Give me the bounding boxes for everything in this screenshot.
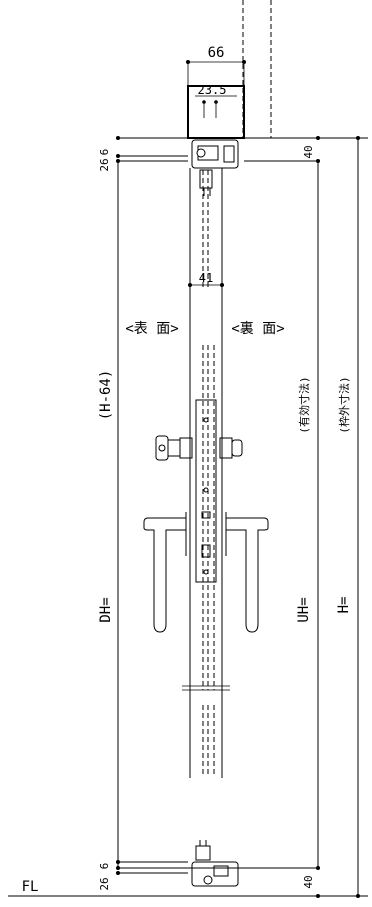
label-h-64: (H-64) <box>98 370 114 421</box>
label-66: 66 <box>208 45 225 61</box>
label-frame-outer-dim: (枠外寸法) <box>337 376 351 433</box>
label-dh: DH= <box>98 597 114 622</box>
top-rail-part <box>199 169 213 189</box>
cylinder-rose-front <box>179 437 193 459</box>
dim-dot <box>116 136 120 140</box>
lever-handle-front <box>143 517 186 633</box>
dim-dot <box>316 136 320 140</box>
lock-screw <box>203 569 209 575</box>
label-41: 41 <box>199 271 213 285</box>
dim-dot <box>116 866 120 870</box>
dim-dot <box>316 894 320 898</box>
label-front-face: <表 面> <box>125 321 178 337</box>
label-back-face: <裏 面> <box>231 320 284 337</box>
latch-slot <box>201 511 211 519</box>
lock-screw <box>203 417 209 423</box>
key-shank <box>167 439 181 457</box>
label-head-26: 26 <box>98 158 111 171</box>
dim-dot <box>116 154 120 158</box>
label-fl: FL <box>22 879 39 895</box>
dim-dot <box>356 894 360 898</box>
weatherstrip-circle <box>196 148 206 158</box>
label-h: H= <box>336 597 352 614</box>
dim-dot <box>116 871 120 875</box>
label-uh: UH= <box>296 597 312 622</box>
head-frame-stop <box>223 145 235 163</box>
dim-dot <box>316 866 320 870</box>
sill-profile <box>191 861 239 887</box>
dim-dot <box>188 283 192 287</box>
dim-dot <box>116 860 120 864</box>
lock-case <box>195 399 217 583</box>
key-hole <box>158 444 166 452</box>
deadbolt-slot <box>201 544 211 558</box>
dim-dot <box>220 283 224 287</box>
label-effective-dim: (有効寸法) <box>297 376 311 433</box>
label-head-6: 6 <box>98 149 111 156</box>
bottom-rail-part <box>195 845 211 861</box>
lever-handle-back <box>226 517 269 633</box>
label-bottom-6: 6 <box>98 863 111 870</box>
thumbturn <box>231 439 243 457</box>
head-frame-profile <box>191 139 239 169</box>
sill-inner <box>213 865 229 877</box>
lock-screw <box>203 487 209 493</box>
label-head-40: 40 <box>302 145 315 158</box>
label-bottom-40: 40 <box>302 875 315 888</box>
label-23-5: 23.5 <box>198 83 227 97</box>
label-bottom-26: 26 <box>98 877 111 890</box>
sill-weatherstrip <box>203 875 213 885</box>
